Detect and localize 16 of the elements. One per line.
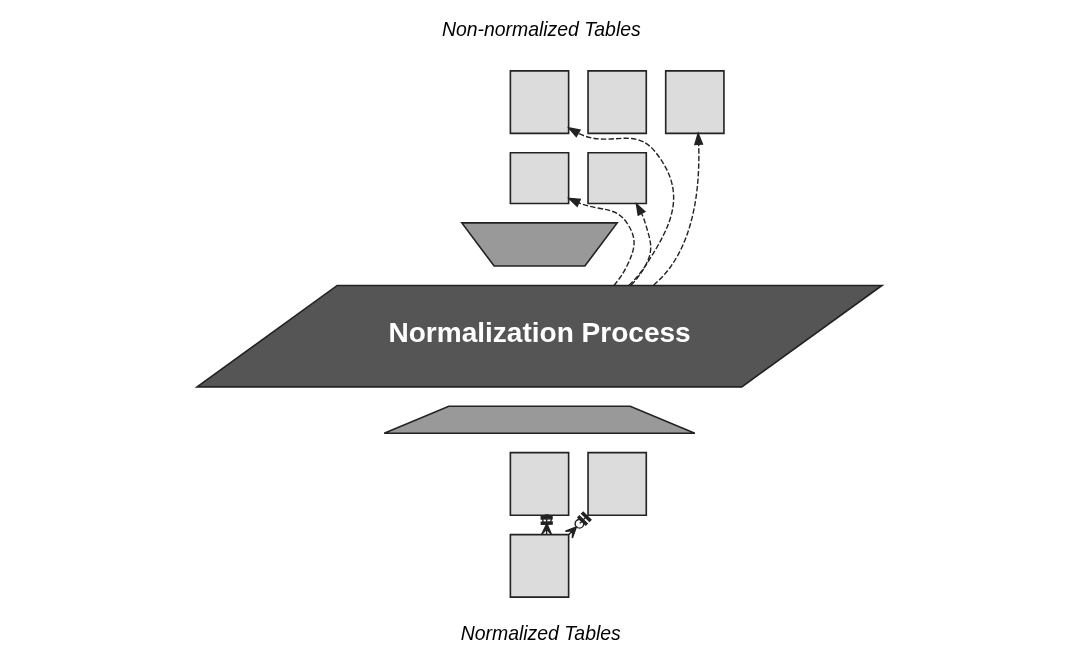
- node-trapezoid: [383, 405, 696, 435]
- node-box: [587, 152, 648, 205]
- arrow: [566, 126, 675, 286]
- node-box: [509, 152, 570, 205]
- label: Non-normalized Tables: [441, 17, 641, 40]
- node-box: [509, 451, 570, 516]
- arrow: [566, 197, 635, 287]
- label: Normalized Tables: [460, 621, 621, 644]
- arrow: [652, 131, 704, 286]
- node-box: [587, 451, 648, 516]
- node-box: [587, 70, 648, 135]
- arrow: [630, 202, 652, 286]
- node-trapezoid: [460, 222, 619, 267]
- node-box: [664, 70, 725, 135]
- node-box: [509, 70, 570, 135]
- node-box: [509, 533, 570, 598]
